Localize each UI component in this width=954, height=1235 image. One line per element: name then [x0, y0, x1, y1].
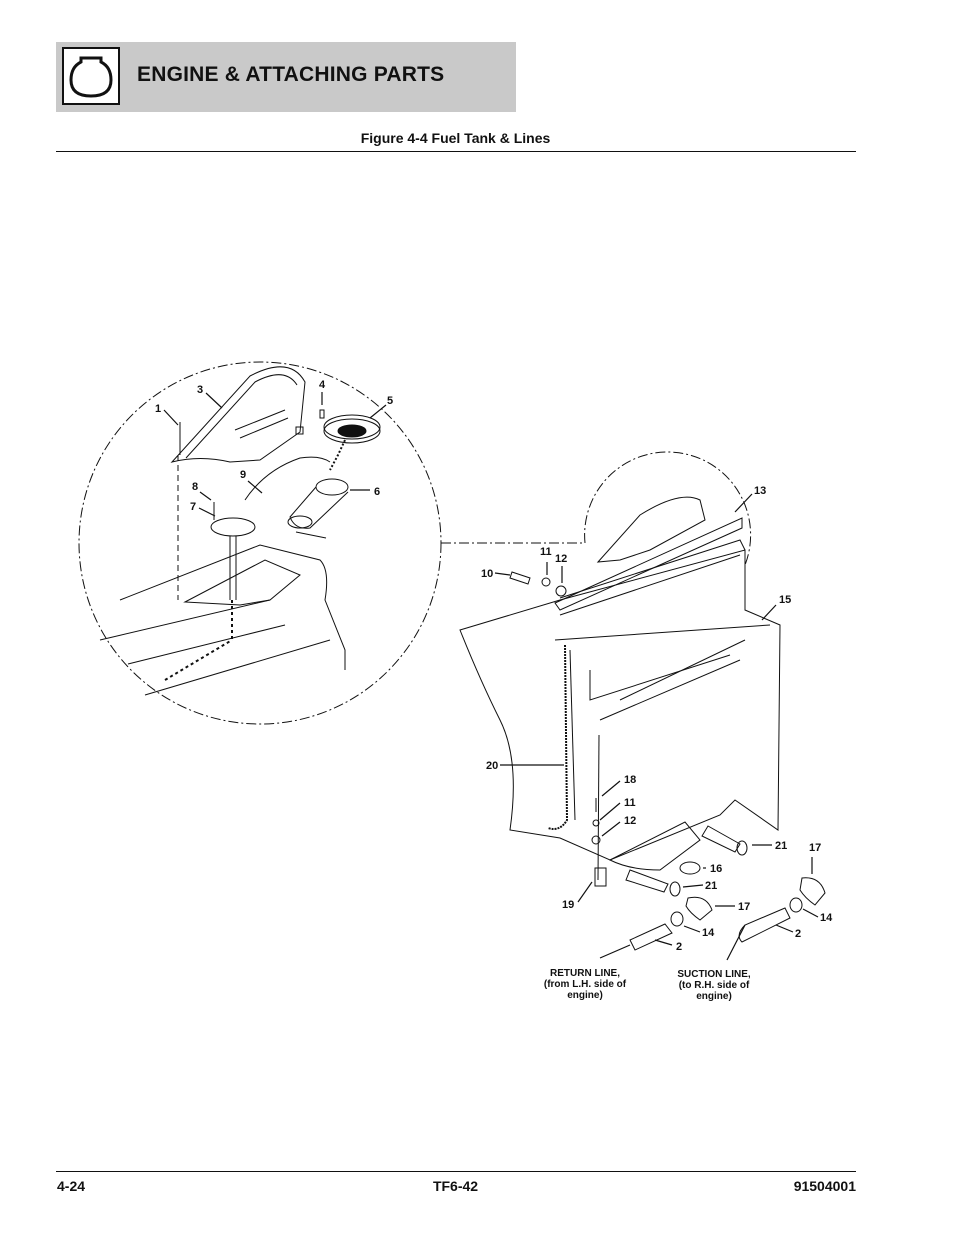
callout-1: 1 [155, 403, 161, 415]
svg-text:RETURN LINE,: RETURN LINE, [550, 968, 620, 979]
suction-line-note: SUCTION LINE, (to R.H. side of engine) [677, 969, 751, 1002]
svg-text:(to R.H. side of: (to R.H. side of [679, 980, 750, 991]
callout-11b: 11 [624, 797, 636, 809]
elbow-part-17a [799, 877, 826, 906]
callout-6: 6 [374, 486, 380, 498]
fuel-cap-part-5 [323, 414, 381, 471]
svg-text:SUCTION LINE,: SUCTION LINE, [677, 969, 751, 980]
bracket-part-13 [554, 517, 743, 611]
callout-14a: 14 [820, 912, 833, 924]
hose-part-14a [789, 897, 803, 913]
manual-number: 91504001 [793, 1178, 856, 1194]
fitting-part-21b [625, 869, 681, 897]
figure-caption: Figure 4-4 Fuel Tank & Lines [360, 130, 551, 146]
callout-16: 16 [710, 863, 722, 875]
footer-rule [56, 1171, 856, 1172]
callout-2a: 2 [676, 941, 682, 953]
callout-14b: 14 [702, 927, 715, 939]
filler-neck-part-6 [287, 478, 349, 539]
washer-part-12 [555, 585, 567, 597]
callout-15: 15 [779, 594, 791, 606]
bolt-part-10 [509, 571, 531, 585]
strap-part-9 [244, 456, 331, 501]
callout-19: 19 [562, 899, 574, 911]
callout-4: 4 [319, 379, 326, 391]
header-band [56, 42, 516, 112]
hose-part-14b [670, 911, 684, 927]
elbow-part-17b [685, 896, 713, 921]
return-line-note: RETURN LINE, (from L.H. side of engine) [544, 968, 627, 1001]
svg-text:(from L.H. side of: (from L.H. side of [544, 979, 627, 990]
callout-12: 12 [555, 553, 567, 565]
tank-detail-circle [584, 451, 752, 566]
callout-10: 10 [481, 568, 493, 580]
callout-17b: 17 [738, 901, 750, 913]
fitting-part-16 [679, 861, 701, 875]
callout-17a: 17 [809, 842, 821, 854]
callout-8: 8 [192, 481, 198, 493]
washer-part-11 [541, 577, 551, 587]
page-number: 4-24 [57, 1178, 86, 1194]
model-number: TF6-42 [432, 1178, 479, 1194]
washer-part-12b [591, 835, 601, 845]
svg-text:engine): engine) [567, 990, 603, 1001]
callout-21a: 21 [775, 840, 787, 852]
bracket-part-19 [594, 867, 607, 887]
hose-part-2a [629, 923, 673, 951]
section-title: ENGINE & ATTACHING PARTS [137, 63, 445, 86]
callout-11: 11 [540, 546, 552, 558]
callout-9: 9 [240, 469, 246, 481]
cover-part-3 [170, 366, 306, 463]
callout-12b: 12 [624, 815, 636, 827]
sender-plate-part-7 [210, 517, 256, 600]
callout-13: 13 [754, 485, 766, 497]
screw-part-4 [319, 409, 325, 419]
callout-7: 7 [190, 501, 196, 513]
washer-part-11b [592, 819, 600, 827]
callout-2b: 2 [795, 928, 801, 940]
callout-20: 20 [486, 760, 498, 772]
fuel-tank-part-15 [459, 539, 781, 861]
header-rule [56, 151, 856, 152]
hose-part-20 [547, 644, 569, 830]
engine-section-icon [62, 47, 120, 105]
fitting-part-21a [701, 825, 748, 856]
detail-circle [78, 361, 442, 725]
callout-18: 18 [624, 774, 636, 786]
callout-5: 5 [387, 395, 393, 407]
hose-part-2b [738, 907, 791, 943]
svg-text:engine): engine) [696, 991, 732, 1002]
callout-3: 3 [197, 384, 203, 396]
callout-21b: 21 [705, 880, 717, 892]
